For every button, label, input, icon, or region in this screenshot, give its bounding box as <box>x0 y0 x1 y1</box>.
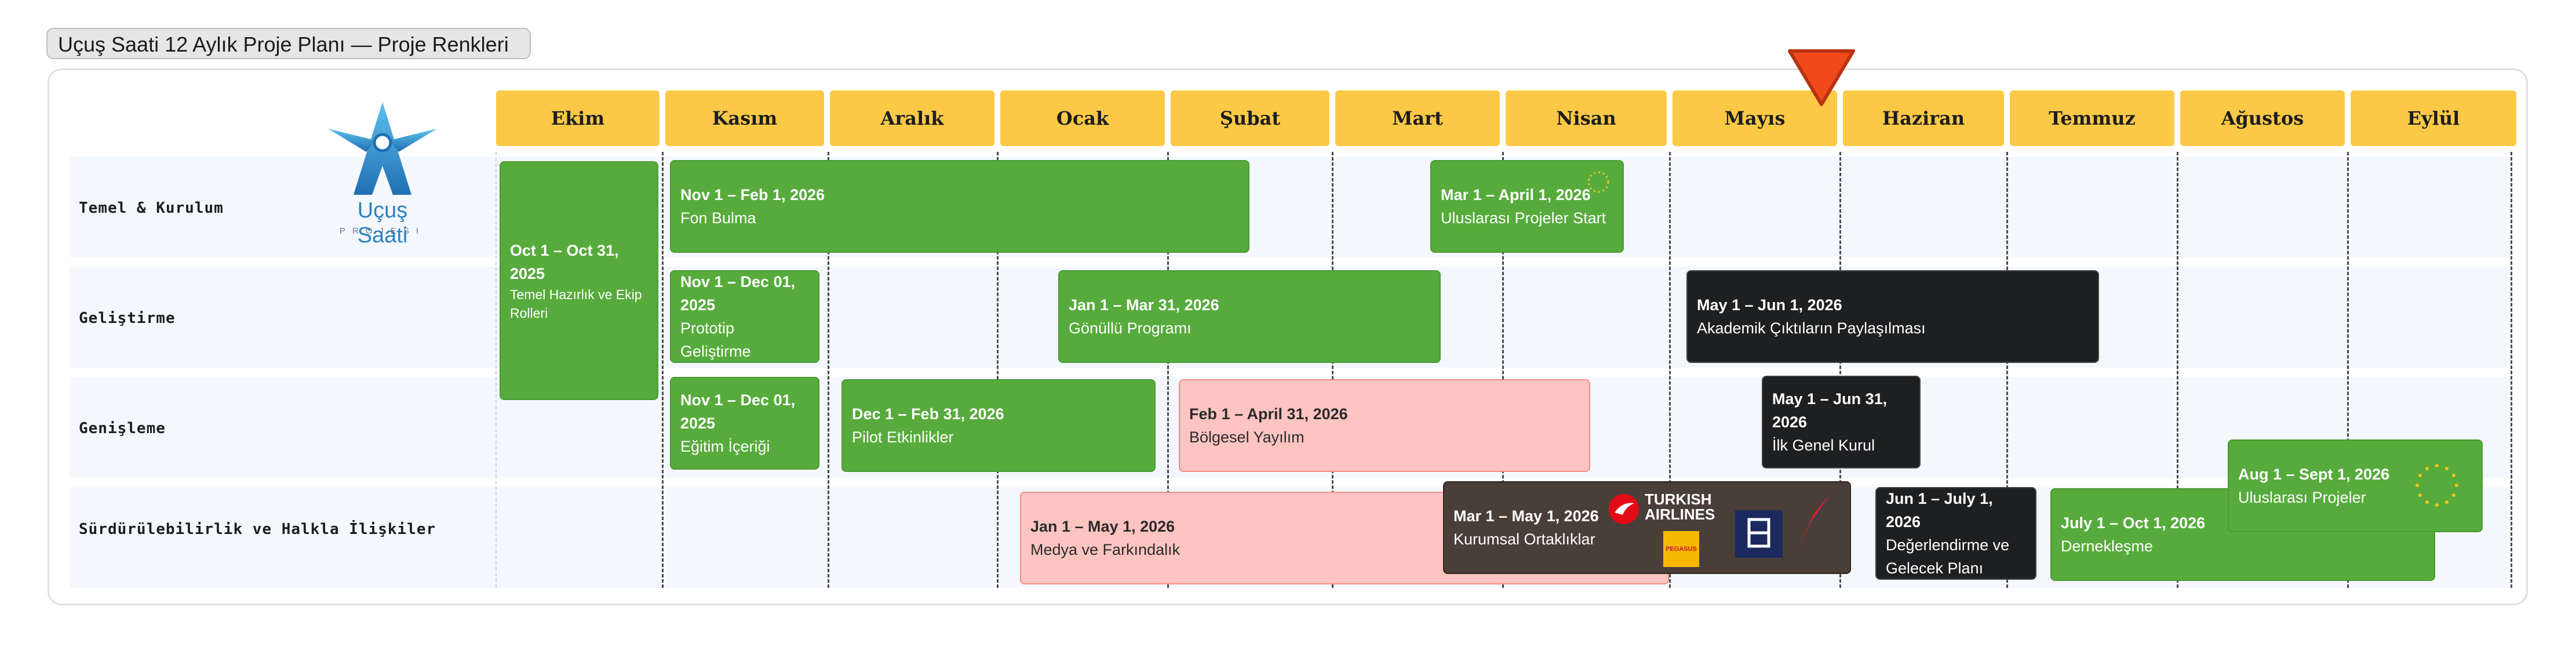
month-agustos: Ağustos <box>2180 90 2345 146</box>
task-name: Prototip Geliştirme <box>680 319 751 360</box>
task-date: Oct 1 – Oct 31, 2025 <box>510 242 619 282</box>
current-month-marker-icon <box>1788 49 1855 106</box>
task-date: Mar 1 – May 1, 2026 <box>1453 507 1599 525</box>
month-eylul: Eylül <box>2351 90 2516 146</box>
turkish-airlines-text: TURKISH AIRLINES <box>1645 490 1715 523</box>
month-temmuz: Temmuz <box>2010 90 2174 146</box>
task-date: May 1 – Jun 1, 2026 <box>1697 296 1842 314</box>
task-name: Uluslarası Projeler <box>2238 489 2366 506</box>
month-divider <box>997 152 999 588</box>
task-name: Akademik Çıktıların Paylaşılması <box>1697 319 1926 337</box>
month-kasim: Kasım <box>665 90 824 146</box>
task-uluslarasi-start[interactable]: Mar 1 – April 1, 2026 Uluslarası Projele… <box>1430 160 1624 253</box>
month-divider <box>1167 152 1169 588</box>
task-name: Temel Hazırlık ve Ekip Rolleri <box>510 287 642 321</box>
task-kurumsal[interactable]: Mar 1 – May 1, 2026 Kurumsal Ortaklıklar… <box>1443 481 1851 574</box>
task-genel-kurul[interactable]: May 1 – Jun 31, 2026 İlk Genel Kurul <box>1762 376 1921 468</box>
month-divider <box>2347 152 2349 588</box>
task-name: Pilot Etkinlikler <box>852 428 954 446</box>
task-date: Nov 1 – Dec 01, 2025 <box>680 391 796 432</box>
task-gonullu[interactable]: Jan 1 – Mar 31, 2026 Gönüllü Programı <box>1058 270 1441 363</box>
page-title: Uçuş Saati 12 Aylık Proje Planı — Proje … <box>46 28 531 59</box>
lane-bg-temel <box>70 157 2513 257</box>
lane-label-genisleme: Genişleme <box>79 420 166 437</box>
task-pilot[interactable]: Dec 1 – Feb 31, 2026 Pilot Etkinlikler <box>841 379 1156 472</box>
month-divider <box>2511 152 2512 588</box>
task-name: Kurumsal Ortaklıklar <box>1453 531 1595 548</box>
month-haziran: Haziran <box>1843 90 2004 146</box>
airline-tail-logo-icon <box>1799 493 1831 546</box>
ucus-saati-logo-icon <box>328 102 437 195</box>
task-name: Dernekleşme <box>2061 537 2154 555</box>
logo-subtext: PROJESI <box>339 226 426 236</box>
task-date: Feb 1 – April 31, 2026 <box>1189 405 1348 423</box>
task-name: Değerlendirme ve Gelecek Planı <box>1886 536 2010 577</box>
month-divider <box>662 152 664 588</box>
task-akademik[interactable]: May 1 – Jun 1, 2026 Akademik Çıktıların … <box>1686 270 2099 363</box>
task-name: Bölgesel Yayılım <box>1189 428 1305 446</box>
task-uluslarasi-projeler[interactable]: Aug 1 – Sept 1, 2026 Uluslarası Projeler <box>2228 439 2483 532</box>
month-divider <box>2006 152 2008 588</box>
task-name: Medya ve Farkındalık <box>1030 541 1180 558</box>
lane-label-temel: Temel & Kurulum <box>79 199 224 217</box>
pegasus-logo: PEGASUS <box>1663 531 1699 567</box>
task-bolgesel[interactable]: Feb 1 – April 31, 2026 Bölgesel Yayılım <box>1179 379 1590 472</box>
task-name: İlk Genel Kurul <box>1772 437 1875 454</box>
month-mart: Mart <box>1335 90 1500 146</box>
task-temel-hazirlik[interactable]: Oct 1 – Oct 31, 2025 Temel Hazırlık ve E… <box>500 161 658 400</box>
task-date: July 1 – Oct 1, 2026 <box>2061 514 2206 532</box>
month-divider <box>2177 152 2178 588</box>
month-mayis: Mayıs <box>1673 90 1837 146</box>
eu-stars-icon <box>2415 464 2458 507</box>
month-aralik: Aralık <box>830 90 994 146</box>
task-name: Eğitim İçeriği <box>680 438 770 455</box>
logo-text: Uçuş Saati <box>357 198 408 248</box>
task-date: Jan 1 – May 1, 2026 <box>1030 518 1175 535</box>
eu-stars-icon <box>1587 171 1609 193</box>
task-fon-bulma[interactable]: Nov 1 – Feb 1, 2026 Fon Bulma <box>670 160 1249 253</box>
lane-label-gelistirme: Geliştirme <box>79 310 176 327</box>
month-divider <box>828 152 829 588</box>
month-divider <box>1332 152 1333 588</box>
month-ekim: Ekim <box>496 90 660 146</box>
month-divider <box>1669 152 1671 588</box>
baykar-logo-icon <box>1735 510 1783 558</box>
task-date: Nov 1 – Dec 01, 2025 <box>680 273 796 314</box>
month-subat: Şubat <box>1171 90 1329 146</box>
task-name: Uluslarası Projeler Start <box>1441 209 1606 227</box>
month-nisan: Nisan <box>1506 90 1667 146</box>
task-name: Fon Bulma <box>680 209 756 227</box>
task-date: Mar 1 – April 1, 2026 <box>1441 186 1591 204</box>
task-date: Aug 1 – Sept 1, 2026 <box>2238 466 2390 483</box>
turkish-airlines-icon <box>1609 494 1639 524</box>
task-date: Dec 1 – Feb 31, 2026 <box>852 405 1004 423</box>
month-divider <box>495 152 497 588</box>
task-date: May 1 – Jun 31, 2026 <box>1772 390 1888 431</box>
task-degerlendirme[interactable]: Jun 1 – July 1, 2026 Değerlendirme ve Ge… <box>1875 487 2036 580</box>
task-date: Jun 1 – July 1, 2026 <box>1886 490 1993 531</box>
task-date: Jan 1 – Mar 31, 2026 <box>1069 296 1219 314</box>
task-name: Gönüllü Programı <box>1069 319 1192 337</box>
month-divider <box>1502 152 1504 588</box>
task-prototip[interactable]: Nov 1 – Dec 01, 2025 Prototip Geliştirme <box>670 270 819 363</box>
task-date: Nov 1 – Feb 1, 2026 <box>680 186 825 204</box>
month-divider <box>1839 152 1841 588</box>
month-ocak: Ocak <box>1000 90 1165 146</box>
task-egitim[interactable]: Nov 1 – Dec 01, 2025 Eğitim İçeriği <box>670 377 819 470</box>
lane-label-surdurulebilirlik: Sürdürülebilirlik ve Halkla İlişkiler <box>79 521 436 538</box>
